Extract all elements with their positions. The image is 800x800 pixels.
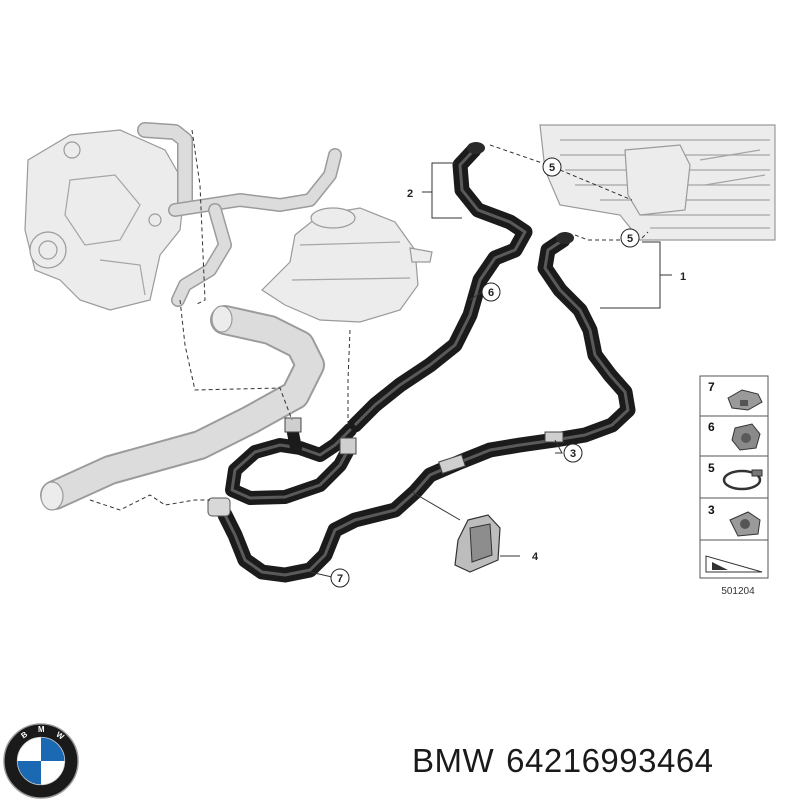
callout-5-right-label: 5 [627,233,633,245]
bracket-4 [454,514,501,573]
legend-panel: 7 6 5 3 [699,375,769,579]
callout-5-top-label: 5 [549,162,555,174]
callout-5-right: 5 [620,228,640,248]
radiator-ghost [539,124,776,241]
legend-item-5-number: 5 [708,461,715,475]
part-number: 64216993464 [506,742,714,779]
callout-3: 3 [563,443,583,463]
legend-item-6-number: 6 [708,420,715,434]
callout-4-label: 4 [532,551,539,563]
legend-item-3: 3 [708,503,761,537]
diagram-reference-number: 501204 [721,586,755,597]
hose-2 [347,142,533,433]
brand-name: BMW [412,742,495,779]
callout-1-label: 1 [680,271,686,283]
leader-lines [309,162,672,578]
callout-6-label: 6 [488,287,494,299]
callout-5-top: 5 [542,157,562,177]
svg-text:M: M [38,725,44,734]
legend-item-7: 7 [708,380,763,411]
legend-item-7-number: 7 [708,380,715,394]
hose-1-and-3 [207,232,636,583]
legend-item-3-number: 3 [708,503,715,517]
part-caption: BMW 64216993464 [412,742,714,780]
expansion-tank-ghost [261,207,433,323]
engine-block-ghost [24,129,186,311]
legend-wedge-icon [705,555,763,573]
svg-text:B: B [19,729,29,740]
callout-2-label: 2 [407,188,413,200]
legend-item-5: 5 [708,461,763,491]
legend-item-6: 6 [708,420,761,451]
svg-text:W: W [54,730,66,742]
callout-7: 7 [330,568,350,588]
ghost-pipe-upper-left [137,122,342,307]
bmw-logo-icon: B M W [3,723,79,799]
hose-6 [225,417,357,505]
hose-clamp-icon [722,469,762,491]
callout-3-label: 3 [570,448,576,460]
callout-7-label: 7 [337,573,343,585]
ghost-hose-large-lower-left [40,305,325,511]
dashed-connectors [89,129,649,511]
callout-6: 6 [481,282,501,302]
